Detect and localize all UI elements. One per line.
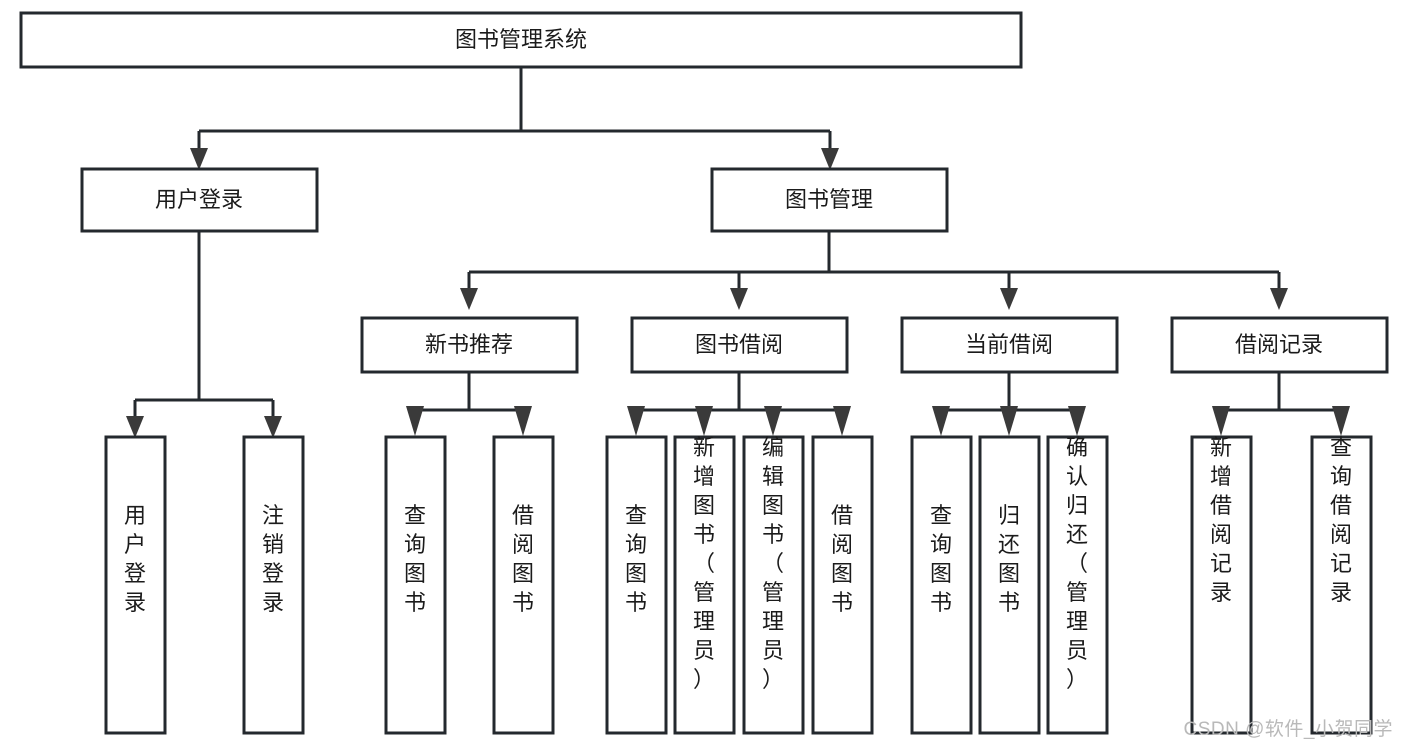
arrow-down-icon bbox=[1212, 406, 1230, 436]
connector-root-to-level2 bbox=[197, 68, 832, 152]
leaf-node-query-book-2[interactable]: 查询图书 bbox=[605, 435, 668, 735]
arrow-down-icon bbox=[1000, 406, 1018, 436]
node-book-borrow[interactable]: 图书借阅 bbox=[630, 316, 849, 374]
node-new-book-recommend[interactable]: 新书推荐 bbox=[360, 316, 579, 374]
leaf-query-book-1-box bbox=[384, 435, 447, 735]
leaf-node-logout-login[interactable]: 注销登录 bbox=[242, 435, 305, 735]
node-root-system[interactable]: 图书管理系统 bbox=[19, 11, 1023, 69]
leaf-logout-login-box bbox=[242, 435, 305, 735]
leaf-query-record-box bbox=[1310, 435, 1373, 735]
leaf-node-add-record[interactable]: 新增借阅记录 bbox=[1190, 435, 1253, 735]
leaf-query-book-1-label: 查询图书 bbox=[404, 503, 426, 615]
leaf-add-record-label: 新增借阅记录 bbox=[1210, 435, 1232, 605]
node-book-management[interactable]: 图书管理 bbox=[710, 167, 949, 233]
arrow-down-icon bbox=[821, 148, 839, 170]
leaf-edit-book-box bbox=[742, 435, 805, 735]
leaf-node-return-book[interactable]: 归还图书 bbox=[978, 435, 1041, 735]
leaf-add-book-label: 新增图书（管理员） bbox=[693, 435, 715, 692]
leaf-edit-book-label: 编辑图书（管理员） bbox=[762, 435, 784, 692]
node-root-box bbox=[19, 11, 1023, 69]
leaf-user-login-box bbox=[104, 435, 167, 735]
connector-userlogin-to-leaves bbox=[133, 232, 275, 420]
leaf-node-borrow-book-1[interactable]: 借阅图书 bbox=[492, 435, 555, 735]
leaf-node-query-record[interactable]: 查询借阅记录 bbox=[1310, 435, 1373, 735]
leaf-borrow-book-2-label: 借阅图书 bbox=[831, 503, 853, 615]
arrow-down-icon bbox=[695, 406, 713, 436]
arrow-down-icon bbox=[627, 406, 645, 436]
leaf-query-book-2-box bbox=[605, 435, 668, 735]
arrow-down-icon bbox=[932, 406, 950, 436]
leaf-node-query-book-1[interactable]: 查询图书 bbox=[384, 435, 447, 735]
leaf-user-login-label: 用户登录 bbox=[124, 503, 146, 615]
node-user-login-label: 用户登录 bbox=[155, 187, 243, 212]
leaf-return-book-box bbox=[978, 435, 1041, 735]
connector-newbook-to-leaves bbox=[413, 373, 525, 421]
node-borrow-record-label: 借阅记录 bbox=[1235, 332, 1323, 357]
arrow-down-icon bbox=[406, 406, 424, 436]
connector-bookborrow-to-leaves bbox=[634, 373, 844, 421]
leaf-query-book-3-box bbox=[910, 435, 973, 735]
arrow-down-icon bbox=[730, 288, 748, 310]
leaf-return-book-label: 归还图书 bbox=[998, 503, 1020, 615]
connectors-layer bbox=[133, 68, 1343, 421]
leaf-node-user-login[interactable]: 用户登录 bbox=[104, 435, 167, 735]
node-book-borrow-label: 图书借阅 bbox=[695, 332, 783, 357]
node-user-login-box bbox=[80, 167, 319, 233]
leaf-node-confirm-return[interactable]: 确认归还（管理员） bbox=[1046, 435, 1109, 735]
node-book-management-box bbox=[710, 167, 949, 233]
node-new-book-recommend-box bbox=[360, 316, 579, 374]
watermark-credit: CSDN @软件_小贺同学 bbox=[1183, 719, 1393, 740]
node-user-login[interactable]: 用户登录 bbox=[80, 167, 319, 233]
arrow-down-icon bbox=[1000, 288, 1018, 310]
arrow-down-icon bbox=[1270, 288, 1288, 310]
node-new-book-recommend-label: 新书推荐 bbox=[425, 332, 513, 357]
leaf-add-record-box bbox=[1190, 435, 1253, 735]
arrow-down-icon bbox=[764, 406, 782, 436]
leaf-node-borrow-book-2[interactable]: 借阅图书 bbox=[811, 435, 874, 735]
connector-borrowrecord-to-leaves bbox=[1219, 373, 1343, 421]
arrow-heads-layer bbox=[126, 148, 1350, 438]
leaf-confirm-return-box bbox=[1046, 435, 1109, 735]
leaf-borrow-book-2-box bbox=[811, 435, 874, 735]
arrow-down-icon bbox=[1068, 406, 1086, 436]
leaf-nodes-layer: 用户登录 注销登录 查询图书 借阅图书 查询图书 新增图书 bbox=[104, 435, 1373, 735]
leaf-logout-login-label: 注销登录 bbox=[262, 503, 284, 615]
leaf-add-book-box bbox=[673, 435, 736, 735]
node-current-borrow-box bbox=[900, 316, 1119, 374]
arrow-down-icon bbox=[264, 416, 282, 438]
node-current-borrow-label: 当前借阅 bbox=[965, 332, 1053, 357]
connector-bookmgmt-to-level3 bbox=[467, 232, 1281, 292]
leaf-query-record-label: 查询借阅记录 bbox=[1330, 435, 1352, 605]
arrow-down-icon bbox=[514, 406, 532, 436]
node-borrow-record-box bbox=[1170, 316, 1389, 374]
leaf-borrow-book-1-box bbox=[492, 435, 555, 735]
leaf-confirm-return-label: 确认归还（管理员） bbox=[1066, 435, 1088, 692]
arrow-down-icon bbox=[1332, 406, 1350, 436]
leaf-node-query-book-3[interactable]: 查询图书 bbox=[910, 435, 973, 735]
leaf-node-edit-book[interactable]: 编辑图书（管理员） bbox=[742, 435, 805, 735]
leaf-borrow-book-1-label: 借阅图书 bbox=[512, 503, 534, 615]
leaf-node-add-book[interactable]: 新增图书（管理员） bbox=[673, 435, 736, 735]
leaf-query-book-3-label: 查询图书 bbox=[930, 503, 952, 615]
arrow-down-icon bbox=[833, 406, 851, 436]
node-root-label: 图书管理系统 bbox=[455, 27, 587, 52]
node-book-management-label: 图书管理 bbox=[785, 187, 873, 212]
node-current-borrow[interactable]: 当前借阅 bbox=[900, 316, 1119, 374]
arrow-down-icon bbox=[460, 288, 478, 310]
leaf-query-book-2-label: 查询图书 bbox=[625, 503, 647, 615]
arrow-down-icon bbox=[190, 148, 208, 170]
node-book-borrow-box bbox=[630, 316, 849, 374]
arrow-down-icon bbox=[126, 416, 144, 438]
node-borrow-record[interactable]: 借阅记录 bbox=[1170, 316, 1389, 374]
